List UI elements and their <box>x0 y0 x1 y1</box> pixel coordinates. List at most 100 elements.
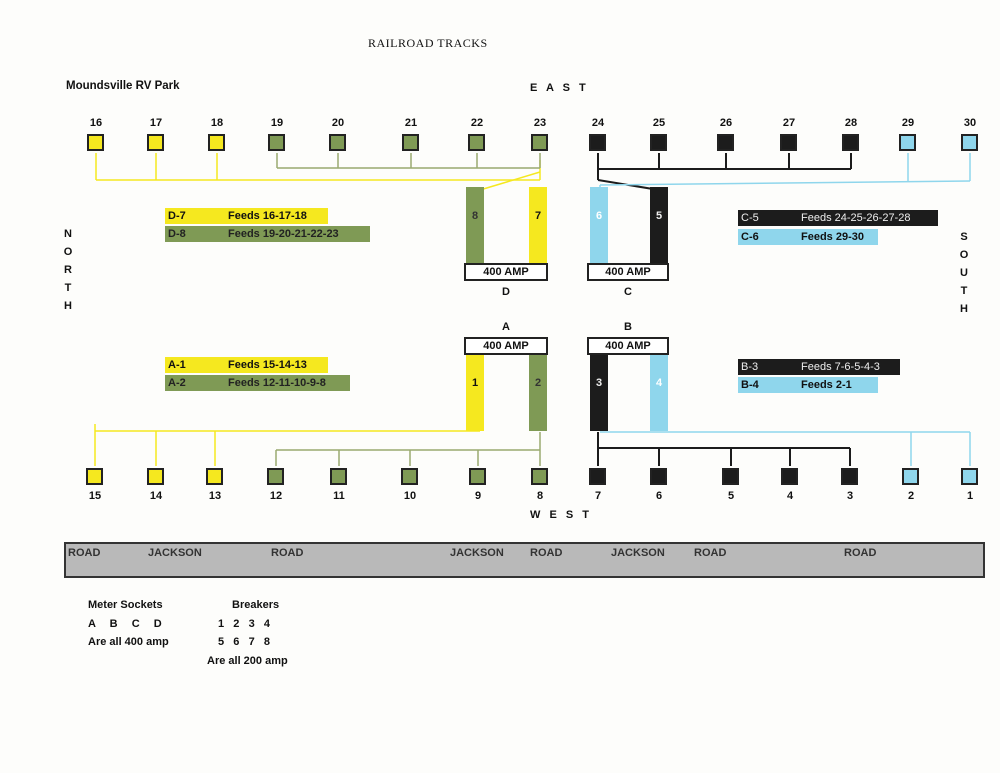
feed-text: Feeds 19-20-21-22-23 <box>228 228 339 240</box>
wire-bottom-blue <box>600 431 971 466</box>
lot-hookup-box <box>650 134 667 151</box>
lot-number: 18 <box>210 117 224 129</box>
lot-hookup-box <box>841 468 858 485</box>
meter-c-letter: C <box>624 286 632 298</box>
meter-b-amp: 400 AMP <box>587 337 669 355</box>
lot-hookup-box <box>86 468 103 485</box>
breaker-label-1: 1 <box>471 377 479 389</box>
lot-number: 9 <box>474 490 482 502</box>
lot-hookup-box <box>650 468 667 485</box>
meter-sockets-note: Are all 400 amp <box>88 636 169 648</box>
feed-id: C-5 <box>741 212 759 224</box>
lot-hookup-box <box>722 468 739 485</box>
meter-sockets-letters: A B C D <box>88 618 162 630</box>
lot-hookup-box <box>899 134 916 151</box>
lot-hookup-box <box>717 134 734 151</box>
meter-a-letter: A <box>502 321 510 333</box>
lot-hookup-box <box>531 134 548 151</box>
road-label: ROAD <box>68 547 101 559</box>
lot-number: 1 <box>966 490 974 502</box>
lot-number: 12 <box>269 490 283 502</box>
feed-tag-a1: A-1 Feeds 15-14-13 <box>165 357 328 373</box>
wire-top-black <box>597 153 852 191</box>
lot-number: 26 <box>719 117 733 129</box>
lot-number: 21 <box>404 117 418 129</box>
compass-south: SOUTH <box>959 231 969 315</box>
feed-id: D-7 <box>168 210 186 222</box>
feed-id: B-3 <box>741 361 759 373</box>
road-label: JACKSON <box>611 547 665 559</box>
road-label: ROAD <box>530 547 563 559</box>
feed-text: Feeds 24-25-26-27-28 <box>801 212 911 224</box>
lot-number: 8 <box>536 490 544 502</box>
meter-c-amp: 400 AMP <box>587 263 669 281</box>
lot-number: 3 <box>846 490 854 502</box>
wire-bottom-black <box>597 432 851 466</box>
meter-a-amp: 400 AMP <box>464 337 548 355</box>
lot-hookup-box <box>961 468 978 485</box>
breaker-bar-7 <box>529 187 547 263</box>
lot-number: 6 <box>655 490 663 502</box>
lot-number: 5 <box>727 490 735 502</box>
lot-hookup-box <box>401 468 418 485</box>
breaker-bar-6 <box>590 187 608 263</box>
feed-text: Feeds 29-30 <box>801 231 864 243</box>
lot-number: 11 <box>333 490 345 502</box>
feed-text: Feeds 15-14-13 <box>228 359 307 371</box>
breaker-label-8: 8 <box>471 210 479 222</box>
feed-tag-d7: D-7 Feeds 16-17-18 <box>165 208 328 224</box>
lot-number: 23 <box>533 117 547 129</box>
breakers-title: Breakers <box>232 599 280 611</box>
lot-hookup-box <box>147 134 164 151</box>
lot-hookup-box <box>902 468 919 485</box>
breaker-bar-1 <box>466 355 484 431</box>
feed-tag-b4: B-4 Feeds 2-1 <box>738 377 878 393</box>
breaker-bar-8 <box>466 187 484 263</box>
feed-text: Feeds 16-17-18 <box>228 210 307 222</box>
meter-sockets-title: Meter Sockets <box>88 599 163 611</box>
breaker-bar-5 <box>650 187 668 263</box>
lot-hookup-box <box>208 134 225 151</box>
lot-hookup-box <box>87 134 104 151</box>
park-name: Moundsville RV Park <box>66 80 180 92</box>
lot-hookup-box <box>781 468 798 485</box>
road-label: ROAD <box>844 547 877 559</box>
lot-number: 27 <box>782 117 796 129</box>
lot-hookup-box <box>206 468 223 485</box>
lot-number: 20 <box>331 117 345 129</box>
meter-d-letter: D <box>502 286 510 298</box>
lot-number: 15 <box>88 490 102 502</box>
lot-hookup-box <box>402 134 419 151</box>
lot-number: 30 <box>963 117 977 129</box>
lot-number: 16 <box>89 117 103 129</box>
feed-tag-d8: D-8 Feeds 19-20-21-22-23 <box>165 226 370 242</box>
lot-hookup-box <box>468 134 485 151</box>
lot-number: 22 <box>470 117 484 129</box>
compass-west: W E S T <box>530 509 589 521</box>
road-label: JACKSON <box>148 547 202 559</box>
meter-d-amp: 400 AMP <box>464 263 548 281</box>
feed-tag-b3: B-3 Feeds 7-6-5-4-3 <box>738 359 900 375</box>
lot-number: 13 <box>208 490 222 502</box>
feed-id: C-6 <box>741 231 759 243</box>
lot-hookup-box <box>589 468 606 485</box>
compass-north: NORTH <box>63 228 73 312</box>
breakers-note: Are all 200 amp <box>207 655 288 667</box>
lot-number: 28 <box>844 117 858 129</box>
road-label: ROAD <box>694 547 727 559</box>
lot-number: 25 <box>652 117 666 129</box>
feed-text: Feeds 12-11-10-9-8 <box>228 377 326 389</box>
lot-hookup-box <box>780 134 797 151</box>
meter-b-letter: B <box>624 321 632 333</box>
wire-top-green <box>276 153 541 169</box>
breaker-bar-2 <box>529 355 547 431</box>
feed-tag-c5: C-5 Feeds 24-25-26-27-28 <box>738 210 938 226</box>
feed-id: A-1 <box>168 359 186 371</box>
lot-number: 17 <box>149 117 163 129</box>
lot-hookup-box <box>268 134 285 151</box>
lot-number: 4 <box>786 490 794 502</box>
wire-bottom-yellow <box>94 424 480 466</box>
breaker-label-7: 7 <box>534 210 542 222</box>
wire-bottom-green <box>275 432 541 466</box>
